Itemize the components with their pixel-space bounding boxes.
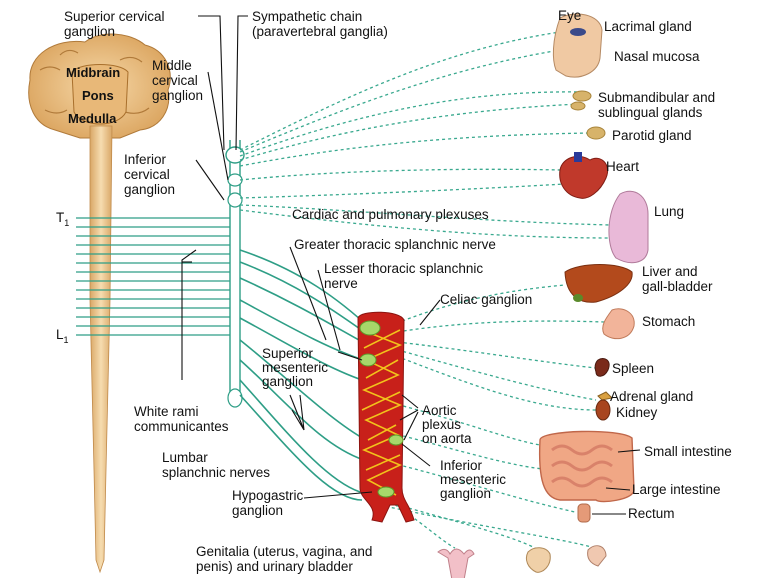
lumbar-chain-end-node <box>228 389 242 407</box>
lung-icon <box>609 191 648 262</box>
celiac-ganglion-label: Celiac ganglion <box>440 292 532 307</box>
heart-label: Heart <box>606 159 639 174</box>
large-intestine-label: Large intestine <box>632 482 721 497</box>
inferior-mesenteric-ganglion-node <box>389 435 403 445</box>
spinal-cord-shape <box>90 126 112 572</box>
parotid-gland-icon <box>587 127 605 139</box>
uterus-icon <box>438 549 474 578</box>
kidney-icon <box>596 400 610 420</box>
hypogastric-ganglion-node <box>378 487 394 497</box>
spleen-label: Spleen <box>612 361 654 376</box>
heart-vessels-icon <box>574 152 582 162</box>
medulla-label: Medulla <box>68 111 117 126</box>
heart-icon <box>560 156 608 198</box>
middle-cervical-ganglion-node <box>228 174 242 186</box>
midbrain-label: Midbrain <box>66 65 120 80</box>
small-intestine-label: Small intestine <box>644 444 732 459</box>
gallbladder-icon <box>573 294 583 302</box>
sublingual-gland-icon <box>571 102 585 110</box>
adrenal-gland-label: Adrenal gland <box>610 389 693 404</box>
greater-thoracic-splanchnic-label: Greater thoracic splanchnic nerve <box>294 237 496 252</box>
male-genitalia-icon <box>588 546 606 566</box>
bladder-icon <box>526 548 550 573</box>
nasal-mucosa-label: Nasal mucosa <box>614 49 700 64</box>
sympathetic-chain-label: Sympathetic chain(paravertebral ganglia) <box>252 9 388 39</box>
submandibular-gland-icon <box>573 91 591 101</box>
stomach-label: Stomach <box>642 314 695 329</box>
eye-icon <box>570 28 586 36</box>
t1-label: T1 <box>56 210 69 228</box>
kidney-label: Kidney <box>616 405 658 420</box>
parotid-gland-label: Parotid gland <box>612 128 692 143</box>
spleen-icon <box>595 358 609 376</box>
face-icon <box>553 14 602 77</box>
rectum-label: Rectum <box>628 506 675 521</box>
eye-label: Eye <box>558 8 581 23</box>
rectum-icon <box>578 504 590 522</box>
l1-label: L1 <box>56 327 69 345</box>
stomach-icon <box>603 309 634 339</box>
lung-label: Lung <box>654 204 684 219</box>
cardiac-pulmonary-plexuses-label: Cardiac and pulmonary plexuses <box>292 207 489 222</box>
lacrimal-gland-label: Lacrimal gland <box>604 19 692 34</box>
superior-mesenteric-ganglion-node <box>360 354 376 366</box>
celiac-ganglion-node <box>360 321 380 335</box>
pons-label: Pons <box>82 88 114 103</box>
inferior-cervical-ganglion-node <box>228 193 242 207</box>
